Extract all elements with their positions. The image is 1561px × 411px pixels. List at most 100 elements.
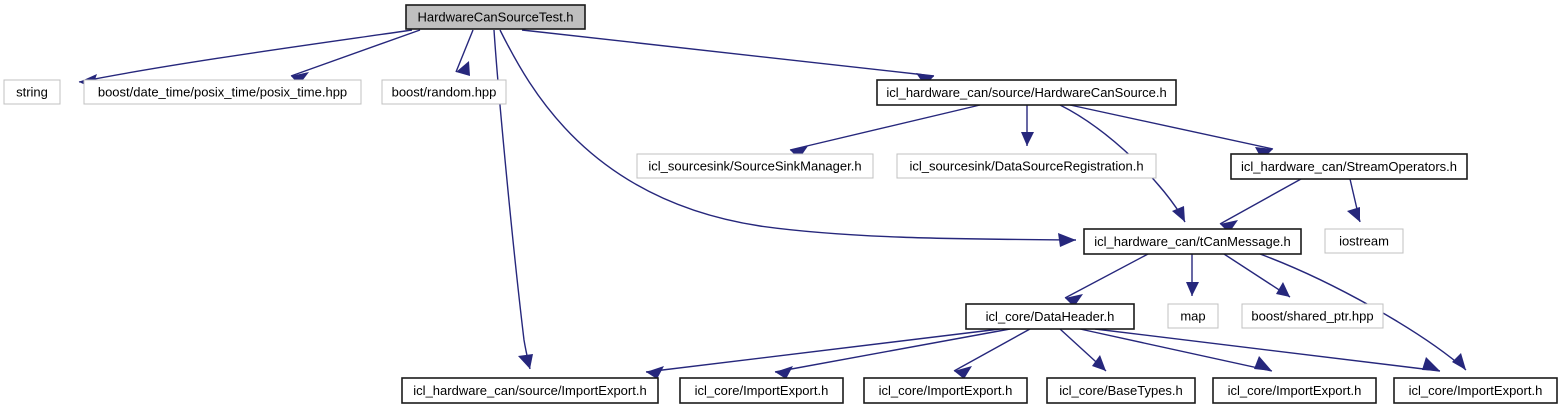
edge-dataheader-to-ie1 [774, 328, 1011, 379]
graph-node-dataheader[interactable]: icl_core/DataHeader.h [965, 303, 1135, 330]
node-label: boost/random.hpp [392, 84, 497, 99]
graph-node-ie4[interactable]: icl_core/ImportExport.h [1393, 377, 1558, 404]
arrowhead-icon [1220, 220, 1238, 233]
edge-tcanmsg-to-dataheader [1064, 253, 1149, 307]
node-box[interactable] [1167, 303, 1219, 329]
node-label: boost/shared_ptr.hpp [1251, 308, 1373, 323]
arrowhead-icon [775, 366, 793, 379]
edge-hcsource-to-ssmanager [789, 104, 981, 159]
node-label: icl_hardware_can/source/HardwareCanSourc… [886, 85, 1166, 100]
edge-dataheader-to-basetypes [1059, 328, 1107, 372]
node-box[interactable] [1324, 228, 1404, 254]
arrowhead-icon [456, 61, 470, 76]
graph-node-basetypes[interactable]: icl_core/BaseTypes.h [1046, 377, 1196, 404]
node-box[interactable] [965, 303, 1135, 330]
arrowhead-icon [954, 366, 972, 379]
edge-root-to-hcsource [521, 29, 935, 86]
node-label: icl_sourcesink/DataSourceRegistration.h [909, 158, 1143, 173]
node-box[interactable] [1046, 377, 1196, 404]
edge-line [645, 328, 1001, 373]
edge-line [1079, 328, 1273, 372]
graph-node-string[interactable]: string [3, 79, 61, 105]
arrowhead-icon [518, 354, 533, 369]
arrowhead-icon [1276, 282, 1290, 297]
node-label: boost/date_time/posix_time/posix_time.hp… [98, 84, 347, 99]
graph-node-hcsource[interactable]: icl_hardware_can/source/HardwareCanSourc… [876, 79, 1177, 106]
edge-root-to-string [78, 29, 413, 88]
node-box[interactable] [401, 377, 659, 404]
edge-line [290, 29, 421, 77]
node-label: icl_hardware_can/StreamOperators.h [1241, 159, 1457, 174]
edge-tcanmsg-to-sharedptr [1223, 253, 1291, 298]
node-label: icl_core/DataHeader.h [986, 309, 1115, 324]
edge-dataheader-to-ie4 [1094, 328, 1441, 372]
edge-line [1219, 178, 1302, 225]
edge-line [953, 328, 1031, 372]
edge-root-to-brandom [455, 29, 474, 76]
edge-line [774, 328, 1011, 373]
graph-node-ie3[interactable]: icl_core/ImportExport.h [1212, 377, 1377, 404]
graph-node-hcie[interactable]: icl_hardware_can/source/ImportExport.h [401, 377, 659, 404]
node-box[interactable] [896, 153, 1157, 179]
edge-line [789, 104, 981, 151]
graph-node-posixtime[interactable]: boost/date_time/posix_time/posix_time.hp… [83, 79, 362, 105]
graph-node-root[interactable]: HardwareCanSourceTest.h [405, 4, 586, 30]
edge-line [455, 29, 474, 73]
edge-line [1069, 104, 1274, 150]
nodes-layer: HardwareCanSourceTest.h string boost/date_… [3, 4, 1558, 404]
node-box[interactable] [1230, 153, 1468, 180]
arrowhead-icon [291, 72, 309, 85]
node-label: string [16, 84, 48, 99]
node-box[interactable] [863, 377, 1028, 404]
node-box[interactable] [405, 4, 586, 30]
node-box[interactable] [3, 79, 61, 105]
node-box[interactable] [636, 153, 874, 179]
graph-node-ie1[interactable]: icl_core/ImportExport.h [679, 377, 844, 404]
edge-dataheader-to-ie3 [1079, 328, 1273, 372]
arrowhead-icon [1092, 355, 1106, 371]
edges-layer [78, 29, 1467, 379]
edge-hcsource-to-streamops [1069, 104, 1274, 160]
graph-node-ssmanager[interactable]: icl_sourcesink/SourceSinkManager.h [636, 153, 874, 179]
node-label: iostream [1339, 233, 1389, 248]
node-box[interactable] [876, 79, 1177, 106]
edge-line [499, 29, 1077, 241]
graph-node-sharedptr[interactable]: boost/shared_ptr.hpp [1241, 303, 1384, 329]
edge-root-to-posixtime [290, 29, 421, 85]
arrowhead-icon [1422, 357, 1440, 371]
graph-node-tcanmsg[interactable]: icl_hardware_can/tCanMessage.h [1083, 228, 1302, 255]
node-box[interactable] [1212, 377, 1377, 404]
edge-root-to-tcanmsg [499, 29, 1077, 247]
graph-node-ie2[interactable]: icl_core/ImportExport.h [863, 377, 1028, 404]
node-label: HardwareCanSourceTest.h [417, 9, 573, 24]
node-label: icl_sourcesink/SourceSinkManager.h [648, 158, 861, 173]
edge-line [1064, 253, 1149, 299]
arrowhead-icon [1452, 353, 1466, 370]
node-box[interactable] [1393, 377, 1558, 404]
edge-tcanmsg-to-map [1186, 254, 1199, 296]
node-label: icl_hardware_can/tCanMessage.h [1094, 234, 1291, 249]
node-label: icl_core/ImportExport.h [879, 383, 1013, 398]
arrowhead-icon [1254, 356, 1272, 371]
graph-node-dsreg[interactable]: icl_sourcesink/DataSourceRegistration.h [896, 153, 1157, 179]
graph-node-brandom[interactable]: boost/random.hpp [381, 79, 507, 105]
node-box[interactable] [83, 79, 362, 105]
arrowhead-icon [1186, 282, 1199, 296]
node-label: map [1180, 308, 1205, 323]
arrowhead-icon [790, 146, 808, 159]
node-label: icl_core/ImportExport.h [695, 383, 829, 398]
node-label: icl_core/ImportExport.h [1409, 383, 1543, 398]
node-label: icl_core/BaseTypes.h [1059, 383, 1183, 398]
graph-node-iostream[interactable]: iostream [1324, 228, 1404, 254]
graph-node-map[interactable]: map [1167, 303, 1219, 329]
node-box[interactable] [381, 79, 507, 105]
edge-streamops-to-iostream [1347, 178, 1361, 223]
graph-node-streamops[interactable]: icl_hardware_can/StreamOperators.h [1230, 153, 1468, 180]
arrowhead-icon [1058, 233, 1076, 247]
arrowhead-icon [1065, 294, 1083, 307]
node-box[interactable] [679, 377, 844, 404]
node-box[interactable] [1083, 228, 1302, 255]
edge-line [521, 29, 935, 77]
node-box[interactable] [1241, 303, 1384, 329]
